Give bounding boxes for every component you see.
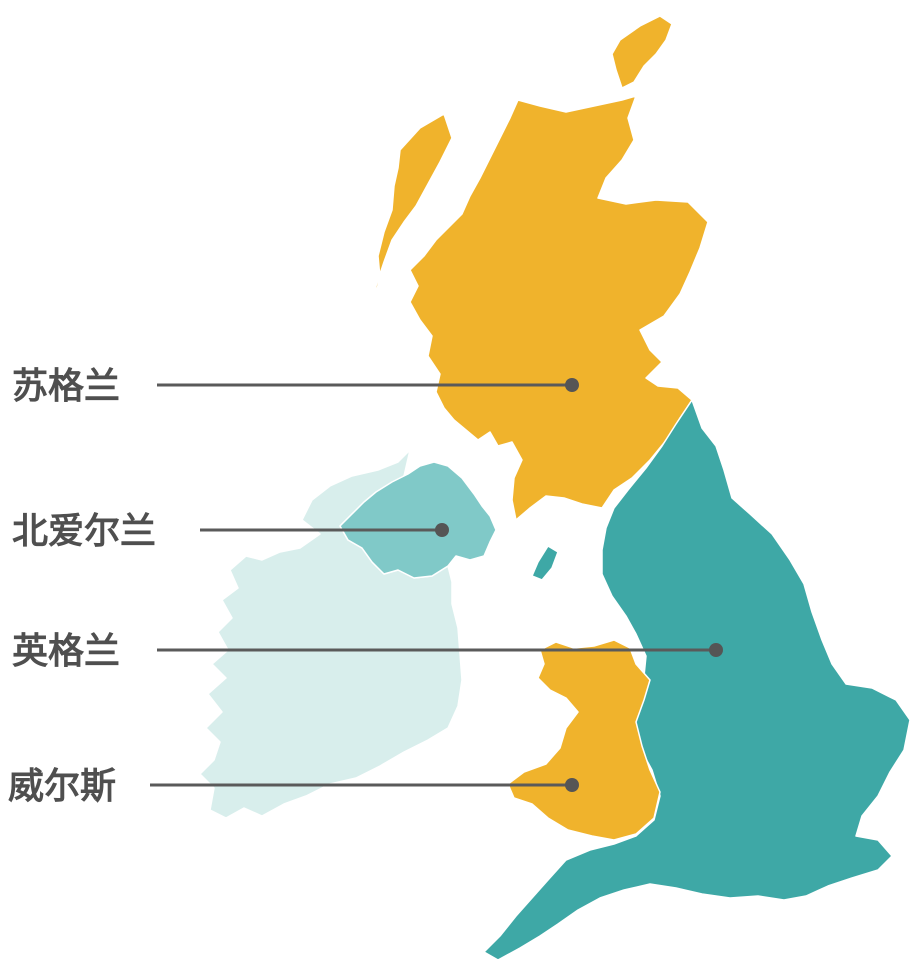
- england-pointer-dot: [709, 643, 723, 657]
- isle-of-man: [531, 545, 559, 581]
- scotland-label: 苏格兰: [12, 366, 120, 407]
- northern-ireland-label: 北爱尔兰: [12, 511, 156, 552]
- wales-label: 威尔斯: [8, 766, 116, 807]
- northern-ireland-region: [339, 461, 497, 579]
- scotland-region: [409, 95, 709, 521]
- england-label: 英格兰: [12, 631, 120, 672]
- scotland-pointer-dot: [565, 378, 579, 392]
- northern-isles: [611, 15, 673, 89]
- hebrides-island: [373, 113, 453, 301]
- wales-pointer-dot: [565, 778, 579, 792]
- northern-ireland-pointer-dot: [435, 523, 449, 537]
- wales-region: [507, 639, 661, 841]
- england-region: [483, 399, 910, 961]
